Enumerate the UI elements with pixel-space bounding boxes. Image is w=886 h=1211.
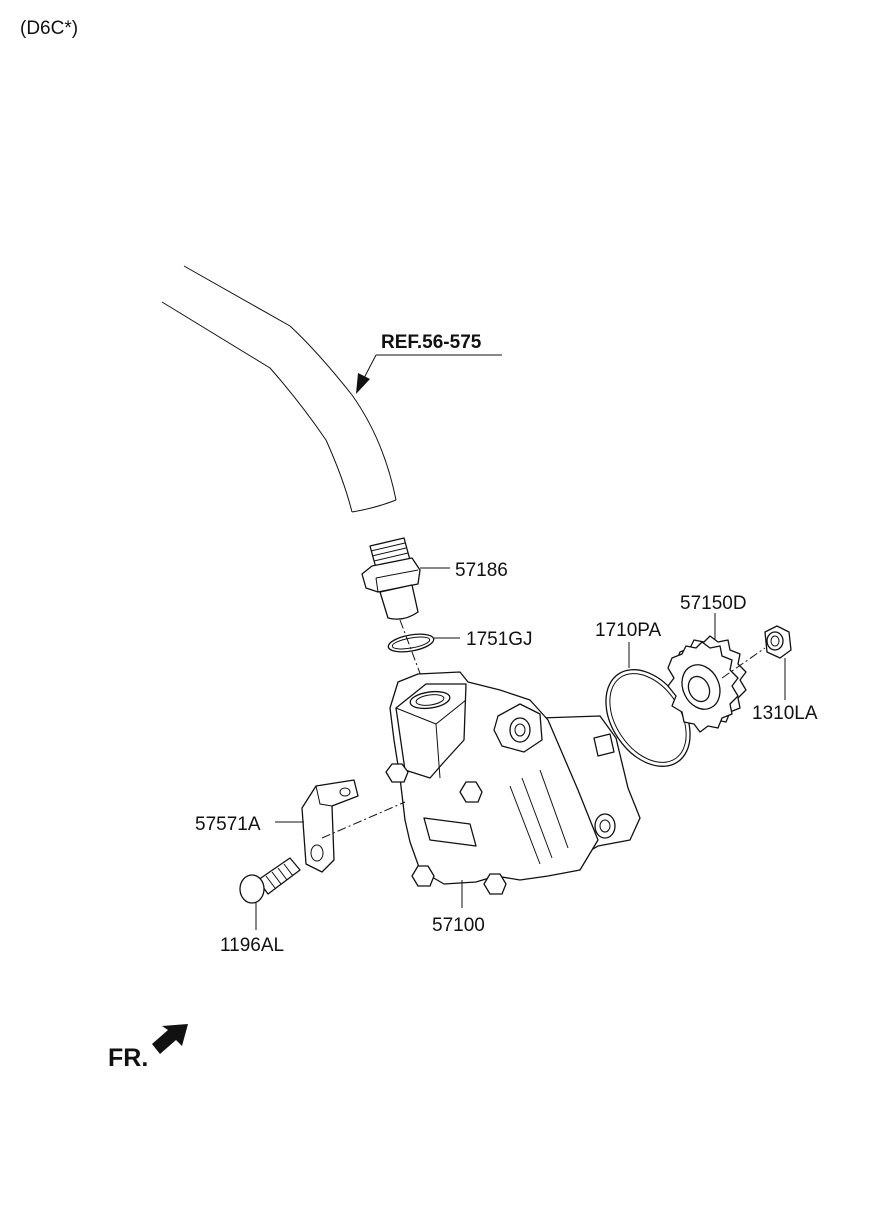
bracket-57571a — [301, 779, 359, 873]
label-1751gj[interactable]: 1751GJ — [466, 629, 533, 650]
ref-label[interactable]: REF.56-575 — [381, 332, 482, 353]
nut-1310la — [764, 625, 792, 659]
hose — [161, 265, 397, 513]
variant-code: (D6C*) — [20, 18, 78, 39]
label-1710pa[interactable]: 1710PA — [595, 620, 662, 641]
front-label: FR. — [108, 1044, 148, 1072]
pump-bolt-2 — [459, 781, 483, 803]
label-1196al[interactable]: 1196AL — [220, 935, 284, 956]
pump-bolt-1 — [385, 763, 409, 783]
label-57150d[interactable]: 57150D — [680, 593, 747, 614]
gear-57150d — [667, 635, 747, 733]
label-1310la[interactable]: 1310LA — [752, 703, 818, 724]
fitting-57186 — [361, 537, 421, 620]
pump-bolt-4 — [483, 873, 507, 895]
oring-1751gj — [387, 633, 435, 653]
ref-callout[interactable]: REF.56-575 — [356, 332, 502, 394]
label-57571a[interactable]: 57571A — [195, 814, 261, 835]
label-57100[interactable]: 57100 — [432, 915, 485, 936]
front-direction: FR. — [108, 1024, 188, 1072]
front-arrow-icon — [152, 1024, 188, 1054]
label-57186[interactable]: 57186 — [455, 560, 508, 581]
pump-bolt-3 — [411, 865, 435, 887]
pump-57100 — [385, 671, 641, 895]
ref-arrow-icon — [356, 373, 370, 394]
bolt-1196al — [239, 857, 301, 904]
